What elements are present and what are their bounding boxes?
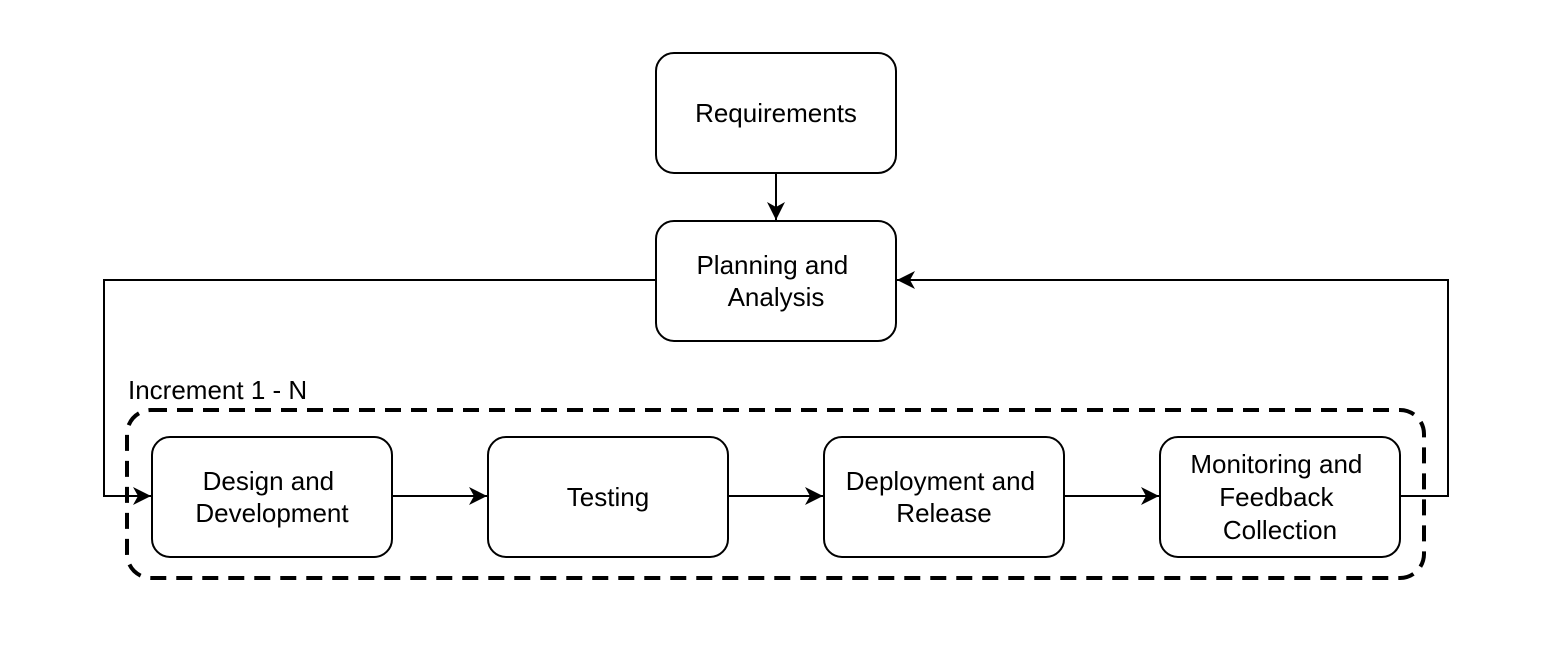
node-deployment-and-release: Deployment and Release (823, 436, 1065, 558)
svg-text:Design and Development: Design and Development (195, 466, 349, 528)
node-deployment-label-line-2: Release (896, 498, 991, 528)
edge-planning-to-design (103, 279, 656, 505)
node-monitoring-label-line-3: Collection (1223, 515, 1337, 545)
node-design-label-line-1: Design and (203, 466, 335, 496)
edge-monitoring-to-planning (897, 271, 1449, 497)
svg-text:Monitoring and Feedback: Monitoring and Feedback Collection (1190, 449, 1369, 545)
node-requirements-label: Requirements (695, 98, 857, 128)
svg-text:Requirements: Requirements (695, 98, 857, 128)
node-planning-label-line-1: Planning and (696, 250, 848, 280)
node-monitoring-label-line-2: Feedback (1219, 482, 1334, 512)
node-testing-label: Testing (567, 482, 649, 512)
node-requirements: Requirements (655, 52, 897, 174)
node-monitoring-and-feedback-collection: Monitoring and Feedback Collection (1159, 436, 1401, 558)
node-deployment-label-line-1: Deployment and (846, 466, 1035, 496)
svg-text:Testing: Testing (567, 482, 649, 512)
node-design-and-development: Design and Development (151, 436, 393, 558)
svg-text:Planning and Analysis: Planning and Analysis (696, 250, 855, 312)
node-design-label-line-2: Development (195, 498, 349, 528)
svg-text:Deployment and Release: Deployment and Release (846, 466, 1043, 528)
node-testing: Testing (487, 436, 729, 558)
node-monitoring-label-line-1: Monitoring and (1190, 449, 1362, 479)
node-planning-and-analysis: Planning and Analysis (655, 220, 897, 342)
increment-group-label: Increment 1 - N (128, 375, 307, 405)
node-planning-label-line-2: Analysis (728, 282, 825, 312)
increment-group-container (125, 408, 1426, 580)
